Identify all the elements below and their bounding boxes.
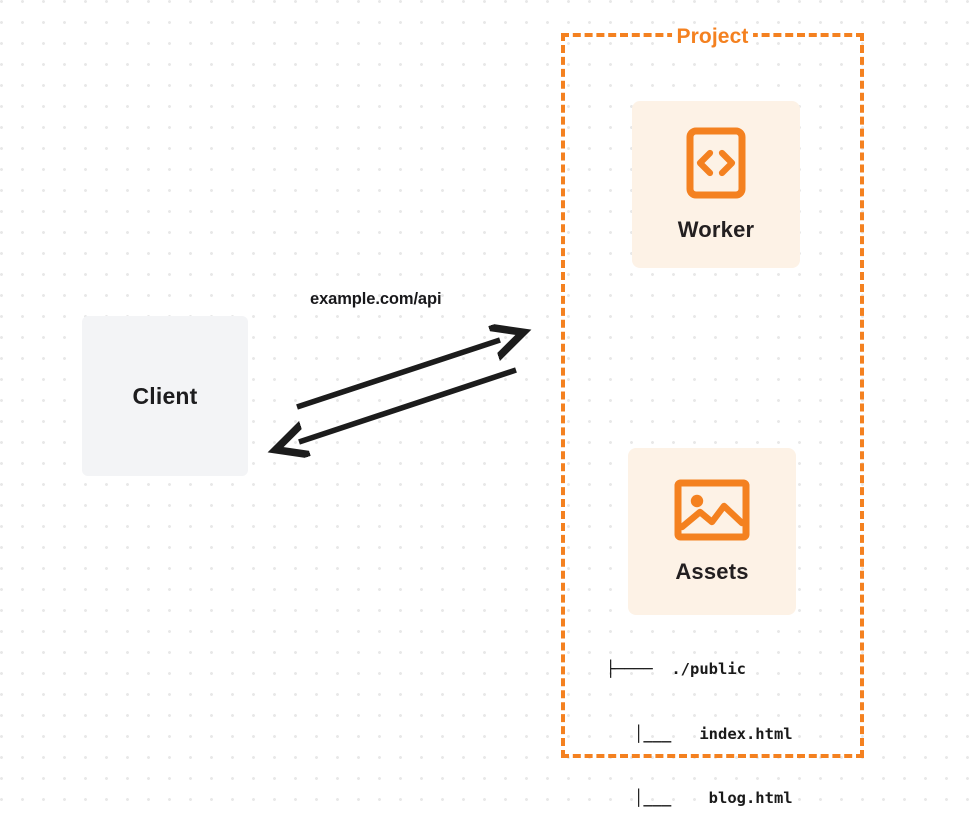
file-tree-row: ├──── ./public [606, 660, 746, 678]
worker-card[interactable]: Worker [632, 101, 800, 268]
file-tree-row: │___ index.html [606, 724, 793, 743]
client-label: Client [132, 382, 198, 409]
file-tree-row: │___ blog.html [606, 789, 793, 807]
assets-card[interactable]: Assets [628, 448, 796, 615]
image-picture-icon [674, 479, 750, 541]
assets-label: Assets [675, 558, 749, 584]
arrow-request-outbound [296, 340, 500, 410]
asset-file-tree: ├──── ./public │___ index.html │___ blog… [606, 616, 793, 818]
code-brackets-icon [686, 127, 746, 199]
connection-label: example.com/api [310, 290, 442, 308]
worker-label: Worker [677, 216, 755, 242]
arrow-response-inbound [299, 367, 517, 442]
project-boundary: Project [561, 25, 864, 758]
client-node[interactable]: Client [82, 316, 248, 476]
project-title: Project [671, 25, 754, 48]
